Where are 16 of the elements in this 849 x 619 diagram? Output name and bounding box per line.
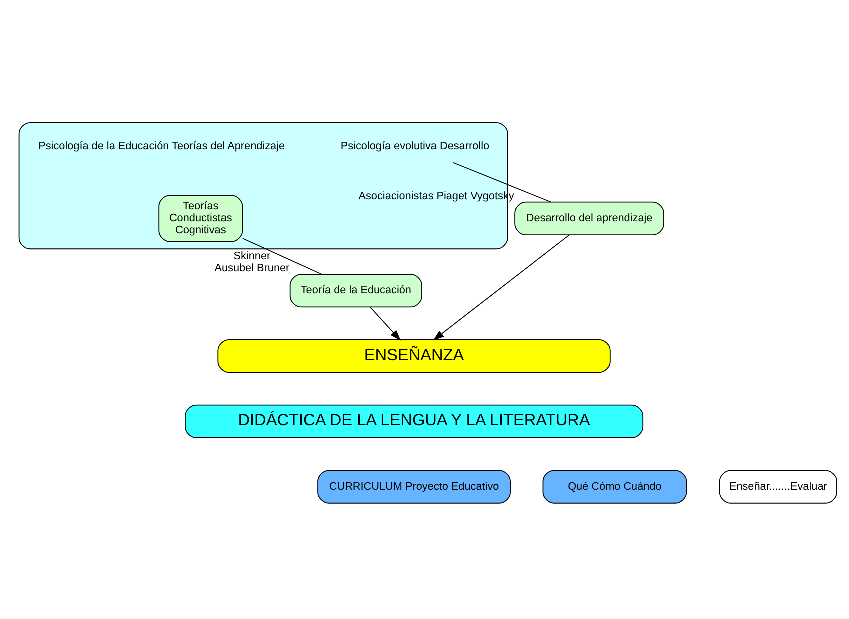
arrow [370, 307, 402, 341]
node-box: Teorías Conductistas Cognitivas [158, 195, 244, 242]
node-text: Psicología evolutiva Desarrollo [340, 140, 490, 152]
connector [242, 238, 322, 275]
node-box: DIDÁCTICA DE LA LENGUA Y LA LITERATURA [185, 404, 644, 438]
node-box: Qué Cómo Cuándo [542, 470, 688, 504]
node-text: Psicología de la Educación Teorías del Aprendizaje [38, 140, 286, 152]
node-box: CURRICULUM Proyecto Educativo [318, 470, 511, 504]
arrow [433, 234, 570, 341]
node-box: Enseñar.......Evaluar [719, 470, 838, 504]
node-box: Teoría de la Educación [290, 274, 422, 308]
node-box: ENSEÑANZA [218, 339, 611, 374]
node-label: Skinner [234, 250, 271, 263]
connector [453, 162, 552, 203]
node-label: Ausubel Bruner [214, 262, 290, 274]
node-box: Desarrollo del aprendizaje [514, 202, 664, 236]
